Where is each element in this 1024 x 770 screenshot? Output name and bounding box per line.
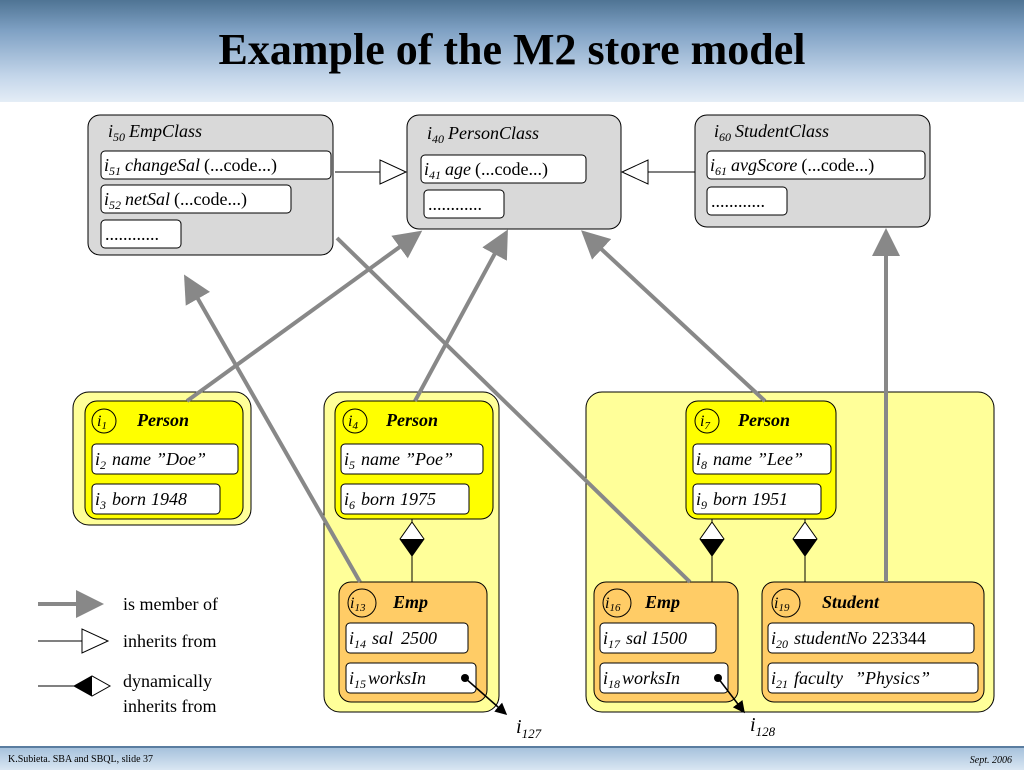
dynamic-inheritance-lee-emp xyxy=(699,519,725,582)
footer-date: Sept. 2006 xyxy=(969,755,1012,766)
inheritance-student-to-person xyxy=(620,159,695,185)
legend-dynamic-label-2: inherits from xyxy=(123,696,216,716)
svg-text:i13: i13 xyxy=(350,595,366,614)
legend-dynamic-label-1: dynamically xyxy=(123,671,212,691)
footer-bar: K.Subieta. SBA and SBQL, slide 37 Sept. … xyxy=(0,746,1024,770)
dynamic-inheritance-lee-student xyxy=(792,519,818,582)
member-arrow-lee xyxy=(581,230,767,403)
class-name: PersonClass xyxy=(447,123,539,143)
legend-inherits-triangle xyxy=(81,628,110,654)
member-arrow-poe xyxy=(413,229,508,402)
inheritance-emp-to-person xyxy=(335,159,408,185)
title-bar xyxy=(0,0,1024,102)
svg-text:i4: i4 xyxy=(348,413,358,432)
footer-credit: K.Subieta. SBA and SBQL, slide 37 xyxy=(8,754,154,765)
pointer-worksin-lee xyxy=(717,677,745,714)
svg-text:Emp: Emp xyxy=(644,592,680,612)
member-arrows xyxy=(184,228,900,584)
ref-oid-127: i127 xyxy=(516,716,542,741)
method-ellipsis xyxy=(706,186,788,216)
legend-member-label: is member of xyxy=(123,594,218,614)
method-netsal xyxy=(100,184,292,214)
svg-text:i1: i1 xyxy=(97,413,107,432)
method-ellipsis xyxy=(423,189,505,219)
slide-title: Example of the M2 store model xyxy=(218,25,806,74)
method-changesal xyxy=(100,150,332,180)
svg-text:............: ............ xyxy=(428,194,482,214)
svg-text:i16: i16 xyxy=(605,595,621,614)
member-arrow-emp-lee xyxy=(335,236,692,584)
class-id: 50 xyxy=(113,130,125,144)
legend-inherits-label: inherits from xyxy=(123,631,216,651)
method-age xyxy=(420,154,587,184)
legend: is member of inherits from dynamically i… xyxy=(38,590,218,716)
svg-text:Person: Person xyxy=(737,410,790,430)
ref-oid-128: i128 xyxy=(750,714,776,739)
class-id: 40 xyxy=(432,132,444,146)
method-ellipsis xyxy=(100,219,182,249)
svg-text:Person: Person xyxy=(385,410,438,430)
dynamic-inheritance-poe-emp xyxy=(399,519,425,582)
method-avgscore xyxy=(706,150,926,180)
class-name: StudentClass xyxy=(735,121,829,141)
class-id: 60 xyxy=(719,130,731,144)
svg-text:i7: i7 xyxy=(700,413,710,432)
pointer-worksin-poe xyxy=(464,677,508,715)
svg-text:............: ............ xyxy=(105,224,159,244)
class-name: EmpClass xyxy=(128,121,202,141)
svg-text:Person: Person xyxy=(136,410,189,430)
svg-text:Student: Student xyxy=(822,592,880,612)
svg-text:............: ............ xyxy=(711,191,765,211)
member-arrow-emp-poe xyxy=(184,274,362,583)
svg-text:i19: i19 xyxy=(774,595,790,614)
svg-text:Emp: Emp xyxy=(392,592,428,612)
member-arrow-doe xyxy=(185,230,423,403)
